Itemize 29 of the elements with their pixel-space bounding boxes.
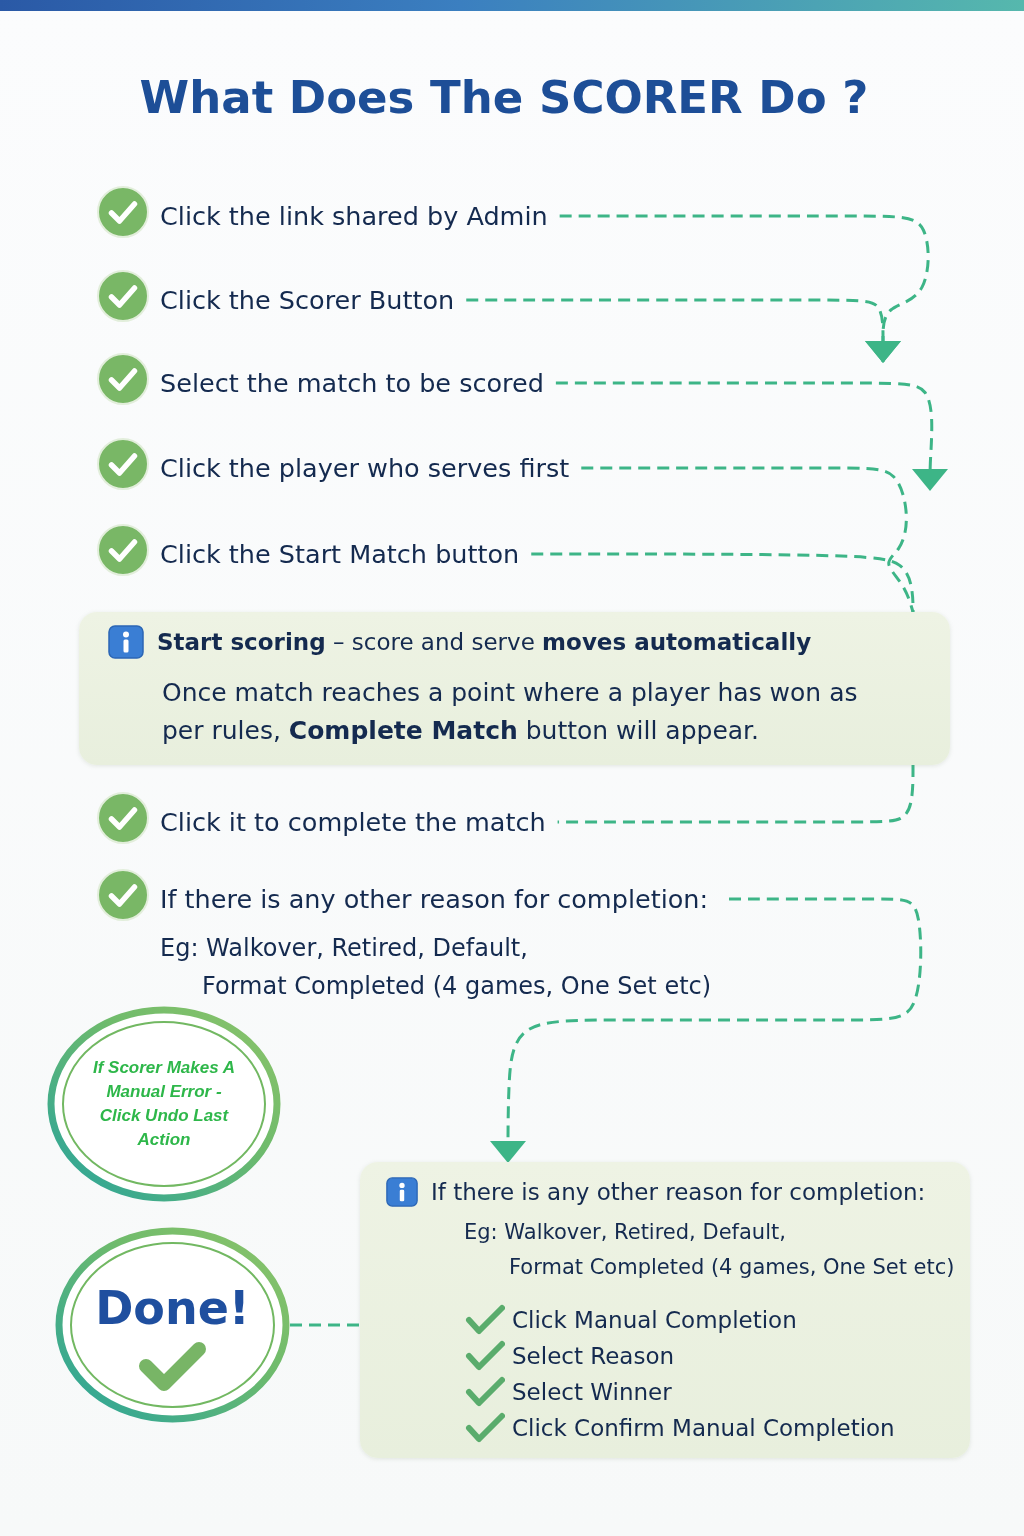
arrow (466, 298, 901, 363)
step-text: Click the link shared by Admin (160, 200, 548, 233)
arrow (555, 381, 948, 491)
step-text: Click the Scorer Button (160, 284, 455, 317)
checklist-text: Select Reason (512, 1342, 675, 1371)
step-text: Click the player who serves first (160, 452, 570, 485)
badge-text: If Scorer Makes A Manual Error - Click Undo Last Action (91, 1057, 236, 1151)
step-text: If there is any other reason for completion: (160, 883, 710, 916)
checklist-text: Select Winner (512, 1378, 672, 1407)
title: What Does The SCORER Do ? (139, 70, 869, 126)
checklist-text: Click Confirm Manual Completion (512, 1414, 895, 1443)
step-text: Click the Start Match button (160, 538, 520, 571)
example-text: Eg: Walkover, Retired, Default, Format Completed (4 games, One Set etc) (464, 1218, 956, 1281)
info-heading: If there is any other reason for completion: (431, 1178, 926, 1207)
example-text: Eg: Walkover, Retired, Default, Format Completed (4 games, One Set etc) (160, 933, 713, 1002)
connector-line (290, 1323, 360, 1327)
step-text: Select the match to be scored (160, 367, 544, 400)
connector-line (531, 552, 915, 612)
arrow (490, 897, 923, 1163)
info-panel (79, 612, 950, 765)
info-heading: Start scoring – score and serve moves automatically (157, 628, 812, 657)
connector-line (581, 466, 915, 613)
info-text: Once match reaches a point where a player has won as per rules, Complete Match button will appear. (162, 677, 859, 747)
checklist-text: Click Manual Completion (512, 1306, 797, 1335)
connector-line (557, 765, 915, 824)
info-panel (360, 1162, 970, 1458)
arrow (559, 214, 930, 363)
step-text: Click it to complete the match (160, 806, 546, 839)
done-text: Done! (95, 1282, 250, 1334)
